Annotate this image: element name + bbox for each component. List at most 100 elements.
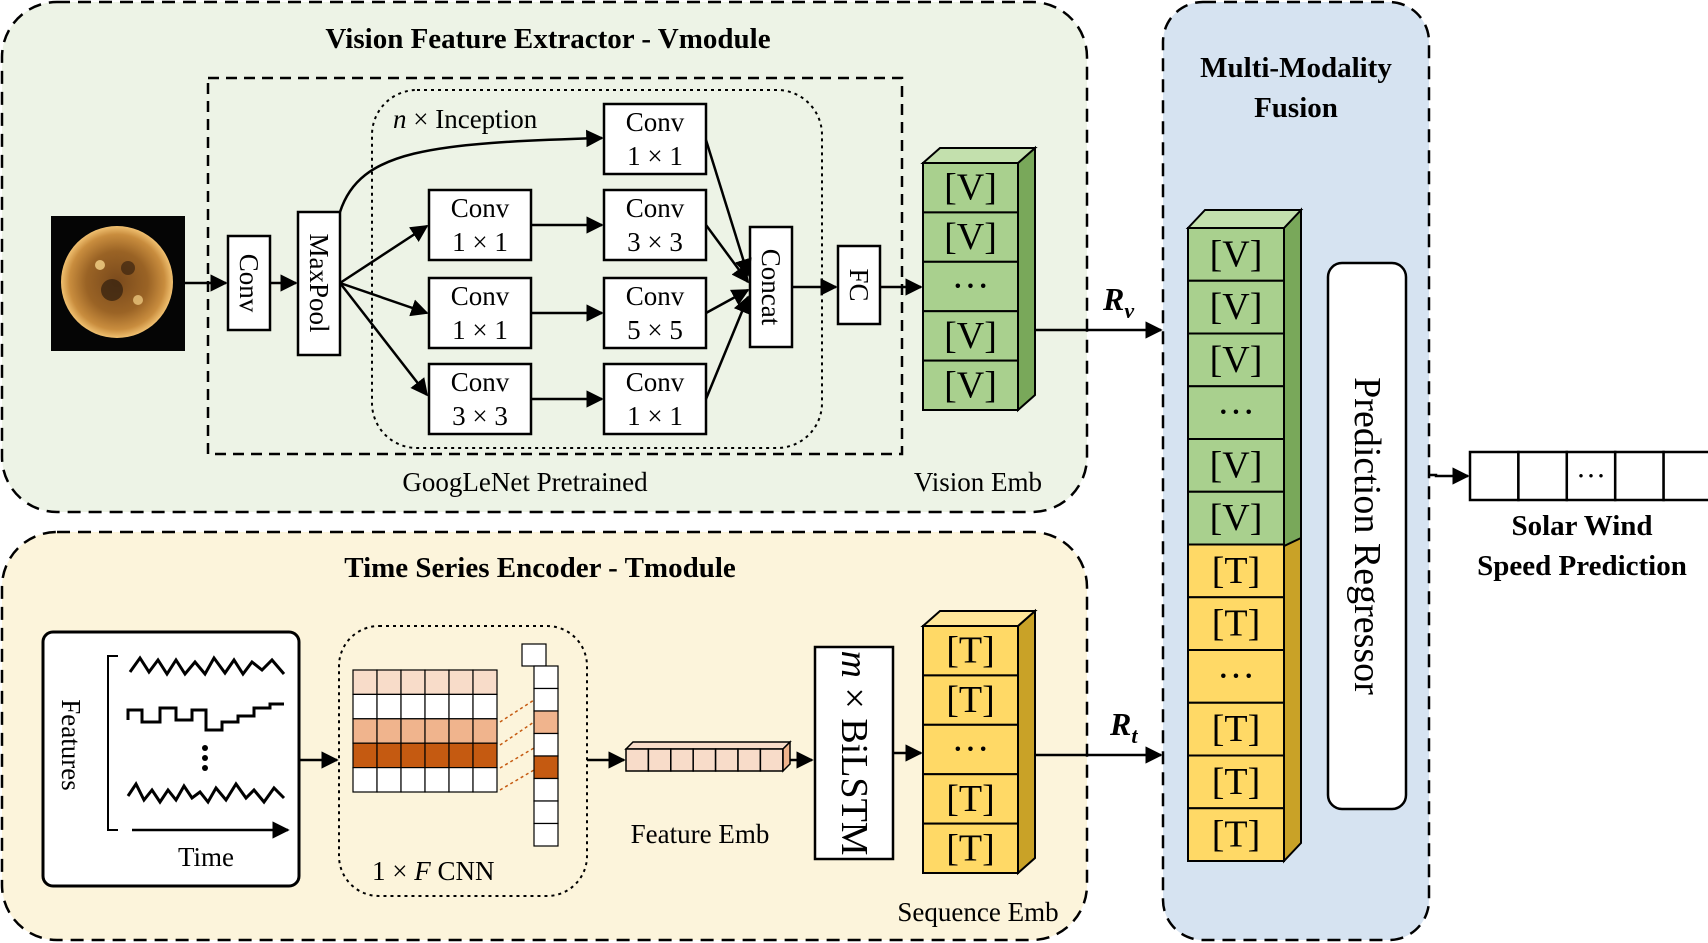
- maxpool-label: MaxPool: [304, 233, 334, 332]
- svg-text:1 × 1: 1 × 1: [627, 141, 683, 171]
- feature-emb-cell: [692, 748, 717, 772]
- feature-emb-cell: [625, 748, 650, 772]
- cnn-grid-cell: [400, 669, 426, 695]
- vision-emb-cell-label: [V]: [944, 216, 997, 258]
- cnn-column-cell: [533, 800, 559, 825]
- cnn-grid-cell: [376, 669, 402, 695]
- cnn-grid-cell: [376, 766, 402, 793]
- cnn-grid-cell: [472, 669, 498, 695]
- sequence-emb-stack: [T][T]···[T][T]: [920, 608, 1038, 876]
- fusion-cell-5: [V]: [1187, 490, 1285, 546]
- output-label-line1: Solar Wind: [1511, 510, 1652, 542]
- fusion-cell-7: [T]: [1187, 596, 1285, 651]
- maxpool-block: MaxPool: [296, 210, 342, 357]
- fusion-title-line2: Fusion: [1254, 92, 1338, 124]
- vmodule-arrows: [185, 129, 923, 408]
- vision-emb-cell-3: [V]: [922, 310, 1019, 362]
- cnn-column-cell: [533, 755, 559, 780]
- cnn-column-cell: [533, 665, 559, 690]
- features-label: Features: [56, 699, 86, 790]
- series-line-2: [126, 702, 284, 732]
- svg-text:Conv: Conv: [626, 367, 685, 397]
- inception-conv-b2a: Conv 1 × 1: [427, 276, 533, 350]
- bilstm-label: m × BiLSTM: [833, 650, 875, 855]
- cnn-grid-cell: [448, 742, 474, 769]
- features-bracket: [107, 655, 118, 831]
- cnn-column-cell: [533, 822, 559, 847]
- tmodule-title: Time Series Encoder - Tmodule: [344, 552, 736, 584]
- sequence-emb-cell-2: ···: [922, 723, 1019, 776]
- sequence-emb-cell-3: [T]: [922, 773, 1019, 825]
- feature-emb-cell: [737, 748, 762, 772]
- fusion-cell-label: [T]: [1212, 550, 1261, 592]
- inception-conv-b1a: Conv 1 × 1: [427, 188, 533, 262]
- fusion-cell-label: ···: [1217, 655, 1255, 697]
- cnn-grid-cell: [352, 669, 378, 695]
- cnn-grid-cell: [472, 693, 498, 720]
- inception-conv-top: Conv 1 × 1: [602, 102, 708, 176]
- regressor-to-output-arrow: [1429, 467, 1470, 485]
- vision-emb-cell-0: [V]: [922, 162, 1019, 214]
- fusion-panel: Multi-Modality Fusion [V][V][V]···[V][V]…: [1161, 0, 1431, 942]
- cnn-grid-cell: [424, 693, 450, 720]
- cnn-grid-cell: [424, 669, 450, 695]
- vmodule-panel: Vision Feature Extractor - Vmodule GoogL…: [0, 0, 1089, 514]
- svg-text:3 × 3: 3 × 3: [452, 401, 508, 431]
- feature-emb-cell: [759, 748, 784, 772]
- r-v-label: Rv: [1102, 281, 1134, 323]
- output-cell-label: ···: [1576, 460, 1606, 493]
- time-series-plot: Features Time: [41, 630, 301, 888]
- fusion-cell-2: [V]: [1187, 332, 1285, 388]
- sequence-emb-cell-4: [T]: [922, 822, 1019, 874]
- cnn-grid-cell: [472, 718, 498, 744]
- cnn-grid-cell: [448, 693, 474, 720]
- cnn-grid-cell: [352, 766, 378, 793]
- fusion-cell-label: [T]: [1212, 708, 1261, 750]
- cnn-grid-cell: [400, 766, 426, 793]
- fusion-cell-6: [T]: [1187, 543, 1285, 599]
- sequence-emb-label: Sequence Emb: [897, 897, 1058, 927]
- svg-text:Conv: Conv: [451, 281, 510, 311]
- fusion-cell-label: [V]: [1210, 233, 1263, 275]
- cnn-grid-cell: [376, 742, 402, 769]
- concat-label: Concat: [756, 249, 786, 326]
- vision-emb-stack: [V][V]···[V][V]: [920, 145, 1038, 413]
- svg-text:1 × 1: 1 × 1: [627, 401, 683, 431]
- fc-label: FC: [844, 268, 874, 301]
- cnn-grid-cell: [352, 742, 378, 769]
- vision-emb-cell-label: ···: [952, 266, 990, 308]
- inception-label: n × Inception: [393, 104, 538, 134]
- regressor-label: Prediction Regressor: [1346, 377, 1388, 695]
- vision-emb-cell-label: [V]: [944, 315, 997, 357]
- sequence-emb-cell-label: [T]: [946, 778, 995, 820]
- cnn-grid-cell: [448, 766, 474, 793]
- fusion-cell-9: [T]: [1187, 701, 1285, 757]
- fusion-stack: [V][V][V]···[V][V][T][T]···[T][T][T]: [1185, 207, 1304, 864]
- sequence-emb-cell-label: ···: [952, 729, 990, 771]
- vmodule-title: Vision Feature Extractor - Vmodule: [325, 23, 770, 55]
- cnn-column-cell: [521, 643, 547, 667]
- output-cell-4: [1662, 450, 1708, 502]
- svg-text:5 × 5: 5 × 5: [627, 315, 683, 345]
- svg-text:Conv: Conv: [626, 281, 685, 311]
- fusion-connections: Rv Rt: [1035, 281, 1470, 764]
- fusion-cell-1: [V]: [1187, 279, 1285, 335]
- series-line-3: [126, 781, 286, 805]
- fusion-cell-11: [T]: [1187, 807, 1285, 862]
- svg-text:Conv: Conv: [626, 107, 685, 137]
- vision-emb-cell-2: ···: [922, 260, 1019, 313]
- vision-emb-cell-1: [V]: [922, 211, 1019, 263]
- cnn-column-cell: [533, 687, 559, 712]
- fusion-title-line1: Multi-Modality: [1200, 52, 1392, 84]
- bilstm-block: m × BiLSTM: [813, 645, 895, 861]
- sequence-emb-cell-label: [T]: [946, 827, 995, 869]
- fusion-cell-label: [V]: [1210, 497, 1263, 539]
- fusion-cell-8: ···: [1187, 649, 1285, 704]
- inception-conv-b1b: Conv 3 × 3: [602, 188, 708, 262]
- svg-text:1 × 1: 1 × 1: [452, 227, 508, 257]
- svg-text:Conv: Conv: [451, 193, 510, 223]
- fc-block: FC: [836, 244, 882, 326]
- sequence-emb-cell-label: [T]: [946, 630, 995, 672]
- cnn-column-cell: [533, 710, 559, 735]
- fusion-cell-label: [V]: [1210, 286, 1263, 328]
